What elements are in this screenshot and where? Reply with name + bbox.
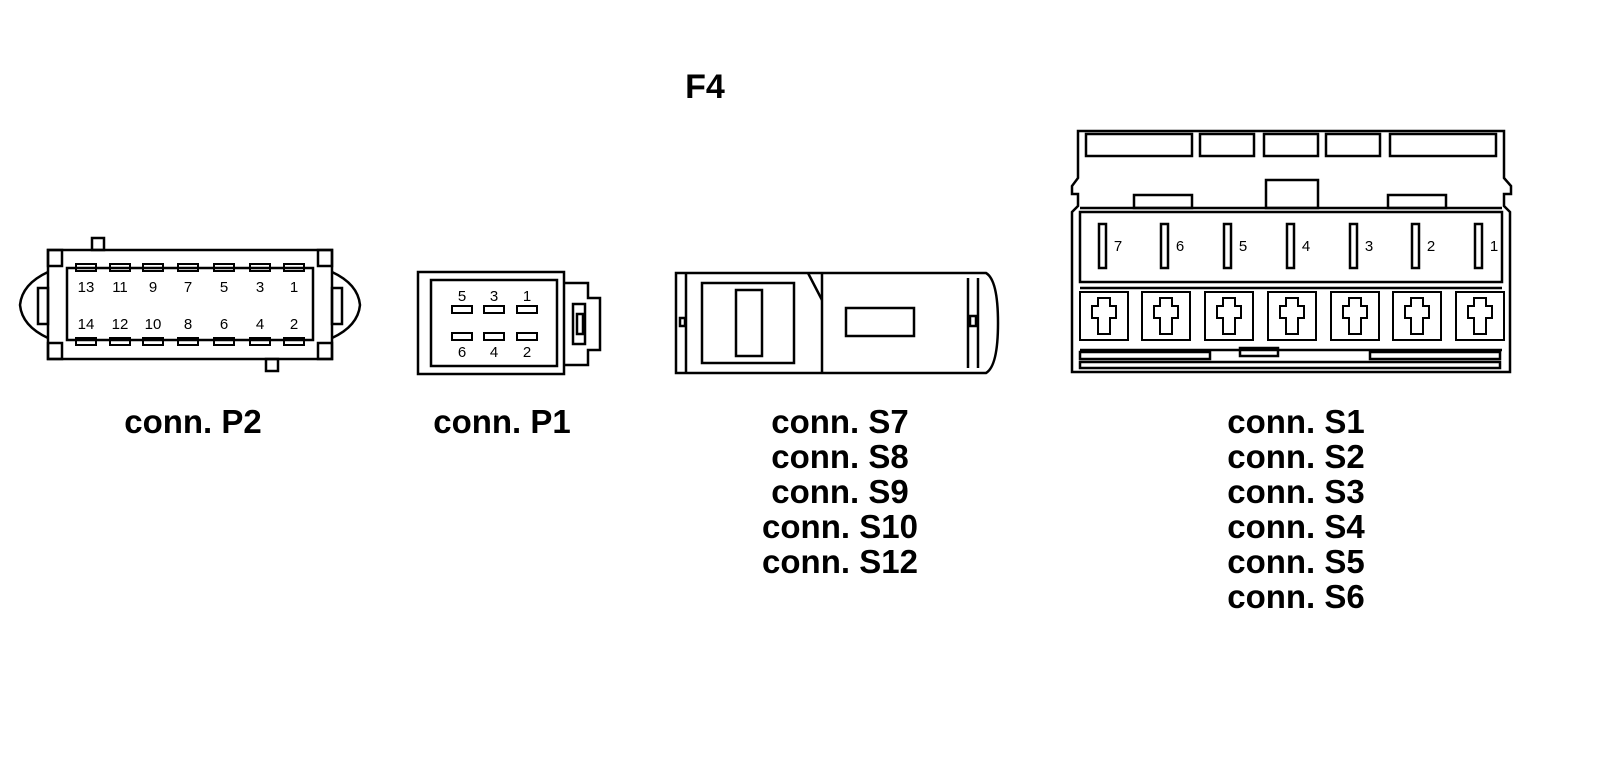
p2-pin-number: 12	[112, 316, 129, 333]
connector-s1-drawing	[1070, 129, 1513, 374]
s1-terminal	[1091, 297, 1117, 335]
connector-s7-drawing	[674, 271, 1000, 375]
p2-pin-number: 10	[145, 316, 162, 333]
p2-pin-cavity	[142, 263, 164, 272]
caption-line: conn. S3	[1227, 473, 1365, 510]
s1-pin-number: 3	[1365, 238, 1373, 255]
s1-terminal	[1153, 297, 1179, 335]
p1-pin-number: 3	[490, 288, 498, 305]
caption-line: conn. S5	[1227, 543, 1365, 580]
connector-s1-pin-slots: 7 6 5 4 3 2 1	[1079, 222, 1505, 341]
s1-terminal	[1342, 297, 1368, 335]
p2-pin-cavity	[283, 263, 305, 272]
p2-pin-number: 11	[112, 279, 128, 296]
s1-cavity	[1455, 291, 1505, 341]
p1-pin-cavity	[451, 332, 473, 341]
s1-pin-slot	[1097, 222, 1108, 270]
caption-line: conn. S1	[1227, 403, 1365, 440]
p2-pin-cavity	[283, 337, 305, 346]
s1-cavity	[1141, 291, 1191, 341]
p2-pin-number: 5	[220, 279, 228, 296]
p1-pin-number: 5	[458, 288, 466, 305]
s1-pin-slot	[1285, 222, 1296, 270]
p2-pin-cavity	[177, 263, 199, 272]
connector-p2-bottom-pins: 14 12 10 8 6 4 2	[75, 316, 305, 346]
s1-pin-slot	[1222, 222, 1233, 270]
connector-p1-drawing	[416, 270, 602, 376]
caption-line: conn. S6	[1227, 578, 1365, 615]
p2-pin-number: 14	[78, 316, 95, 333]
p2-pin-number: 8	[184, 316, 192, 333]
caption-line: conn. S10	[762, 508, 918, 545]
s1-cavity	[1392, 291, 1442, 341]
s1-pin-number: 7	[1114, 238, 1122, 255]
connector-p1-bottom-pins: 6 4 2	[451, 332, 538, 361]
caption-line: conn. S4	[1227, 508, 1365, 545]
p2-pin-number: 9	[149, 279, 157, 296]
s1-pin-number: 6	[1176, 238, 1184, 255]
caption-line: conn. S9	[771, 473, 909, 510]
caption-line: conn. S7	[771, 403, 909, 440]
p1-pin-number: 2	[523, 344, 531, 361]
p2-pin-cavity	[213, 263, 235, 272]
p2-pin-number: 2	[290, 316, 298, 333]
p1-pin-number: 4	[490, 344, 498, 361]
connector-p1-top-pins: 5 3 1	[451, 288, 538, 314]
caption-line: conn. S8	[771, 438, 909, 475]
p2-pin-number: 1	[290, 279, 298, 296]
p2-pin-number: 7	[184, 279, 192, 296]
s1-cavity	[1267, 291, 1317, 341]
s1-pin-slot	[1159, 222, 1170, 270]
s1-pin-slot	[1410, 222, 1421, 270]
s1-cavity	[1330, 291, 1380, 341]
s1-pin-number: 2	[1427, 238, 1435, 255]
caption-line: conn. P1	[433, 403, 571, 440]
p2-pin-number: 13	[78, 279, 95, 296]
p1-pin-cavity	[483, 305, 505, 314]
p1-pin-number: 6	[458, 344, 466, 361]
p2-pin-cavity	[75, 263, 97, 272]
p1-pin-number: 1	[523, 288, 531, 305]
caption-line: conn. S2	[1227, 438, 1365, 475]
connector-s7-caption-list: conn. S7 conn. S8 conn. S9 conn. S10 con…	[690, 404, 990, 579]
caption-line: conn. S12	[762, 543, 918, 580]
connector-p2-caption: conn. P2	[43, 404, 343, 439]
p1-pin-cavity	[483, 332, 505, 341]
p2-pin-cavity	[177, 337, 199, 346]
s1-pin-number: 5	[1239, 238, 1247, 255]
connector-p1-caption: conn. P1	[352, 404, 652, 439]
p2-pin-number: 3	[256, 279, 264, 296]
s1-cavity	[1079, 291, 1129, 341]
p2-pin-number: 6	[220, 316, 228, 333]
p2-pin-cavity	[109, 263, 131, 272]
p2-pin-cavity	[249, 337, 271, 346]
p2-pin-cavity	[249, 263, 271, 272]
p1-pin-cavity	[516, 305, 538, 314]
s1-pin-slot	[1348, 222, 1359, 270]
s1-pin-number: 4	[1302, 238, 1310, 255]
connector-p2-drawing	[18, 236, 362, 373]
caption-line: conn. P2	[124, 403, 262, 440]
p1-pin-cavity	[451, 305, 473, 314]
connector-s1-caption-list: conn. S1 conn. S2 conn. S3 conn. S4 conn…	[1146, 404, 1446, 614]
s1-terminal	[1467, 297, 1493, 335]
connector-p2-top-pins: 13 11 9 7 5 3 1	[75, 263, 305, 296]
p2-pin-cavity	[142, 337, 164, 346]
s1-pin-slot	[1473, 222, 1484, 270]
s1-pin-number: 1	[1490, 238, 1498, 255]
p2-pin-cavity	[75, 337, 97, 346]
s1-terminal	[1216, 297, 1242, 335]
s1-terminal	[1404, 297, 1430, 335]
p2-pin-number: 4	[256, 316, 264, 333]
s1-terminal	[1279, 297, 1305, 335]
s1-cavity	[1204, 291, 1254, 341]
diagram-title: F4	[685, 68, 725, 106]
p1-pin-cavity	[516, 332, 538, 341]
p2-pin-cavity	[213, 337, 235, 346]
p2-pin-cavity	[109, 337, 131, 346]
